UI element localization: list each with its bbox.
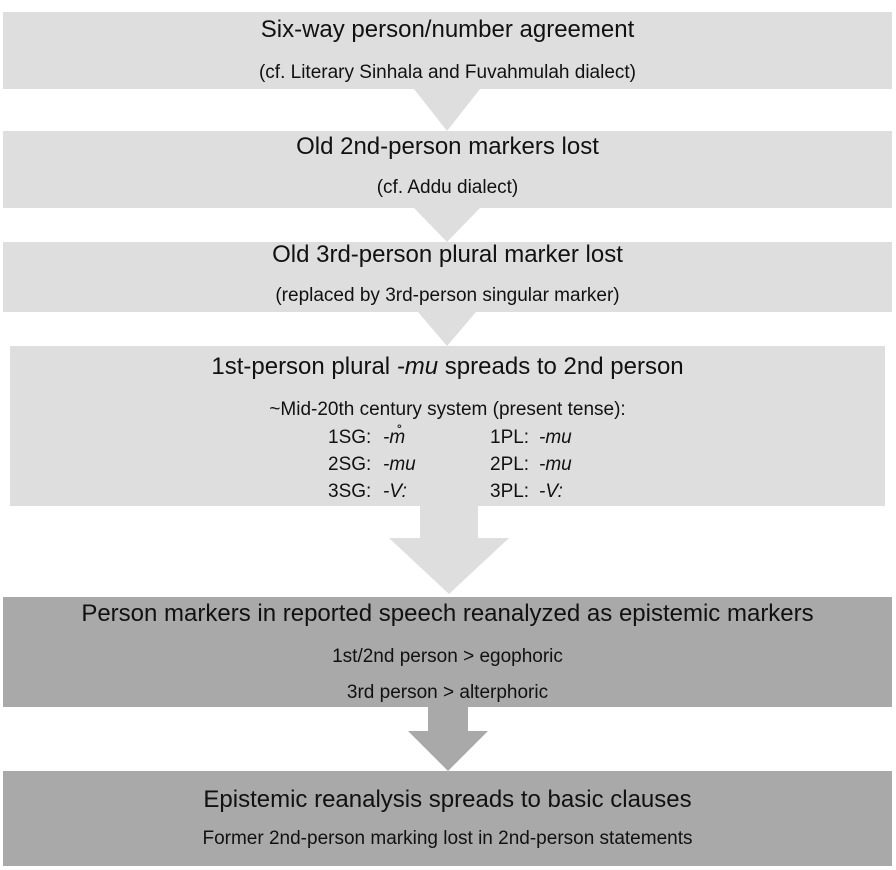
stage-1-subtitle: (cf. Literary Sinhala and Fuvahmulah dia… <box>258 62 637 83</box>
paradigm-label: 3SG: <box>328 481 372 502</box>
stage-6-title: Epistemic reanalysis spreads to basic cl… <box>203 786 692 813</box>
stage-2-title: Old 2nd-person markers lost <box>296 133 599 160</box>
stage-4-subtitle: ~Mid-20th century system (present tense)… <box>269 399 626 420</box>
arrow-down-icon <box>418 312 476 346</box>
arrow-down-icon <box>420 506 478 538</box>
arrow-down-icon <box>428 707 468 731</box>
stage-5-line-1: 1st/2nd person > egophoric <box>332 646 563 667</box>
stage-5-line-2: 3rd person > alterphoric <box>346 682 549 703</box>
stage-box-2: Old 2nd-person markers lost (cf. Addu di… <box>3 131 892 208</box>
arrow-down-icon <box>408 731 488 771</box>
stage-6-subtitle: Former 2nd-person marking lost in 2nd-pe… <box>202 828 693 849</box>
paradigm-label: 2SG: <box>328 454 372 475</box>
arrow-down-icon <box>414 208 480 242</box>
stage-3-subtitle: (replaced by 3rd-person singular marker) <box>275 285 620 306</box>
paradigm-marker: -V: <box>539 481 563 502</box>
paradigm-marker: -mu <box>539 454 572 475</box>
paradigm-marker: -mu <box>539 427 572 448</box>
paradigm-label: 2PL: <box>490 454 530 475</box>
stage-3-title: Old 3rd-person plural marker lost <box>272 241 623 268</box>
stage-box-6: Epistemic reanalysis spreads to basic cl… <box>3 771 892 866</box>
stage-4-title: 1st-person plural -mu spreads to 2nd per… <box>10 352 885 382</box>
stage-box-4: 1st-person plural -mu spreads to 2nd per… <box>10 346 885 506</box>
paradigm-label: 3PL: <box>490 481 530 502</box>
arrow-down-icon <box>414 89 480 131</box>
stage-5-title: Person markers in reported speech reanal… <box>81 600 814 627</box>
stage-4-title-post: spreads to 2nd person <box>438 353 684 380</box>
arrow-down-icon <box>389 538 509 594</box>
stage-4-title-pre: 1st-person plural <box>211 353 397 380</box>
paradigm-marker: -V: <box>383 481 407 502</box>
stage-box-1: Six-way person/number agreement (cf. Lit… <box>3 12 892 89</box>
paradigm-marker: -mu <box>383 454 416 475</box>
paradigm-marker: -m̊ <box>383 427 406 448</box>
stage-box-3: Old 3rd-person plural marker lost (repla… <box>3 241 892 312</box>
stage-1-title: Six-way person/number agreement <box>260 16 635 43</box>
paradigm-label: 1SG: <box>328 427 372 448</box>
paradigm-label: 1PL: <box>490 427 530 448</box>
stage-2-subtitle: (cf. Addu dialect) <box>376 177 519 198</box>
stage-box-5: Person markers in reported speech reanal… <box>3 597 892 707</box>
stage-4-title-marker: -mu <box>396 353 439 380</box>
